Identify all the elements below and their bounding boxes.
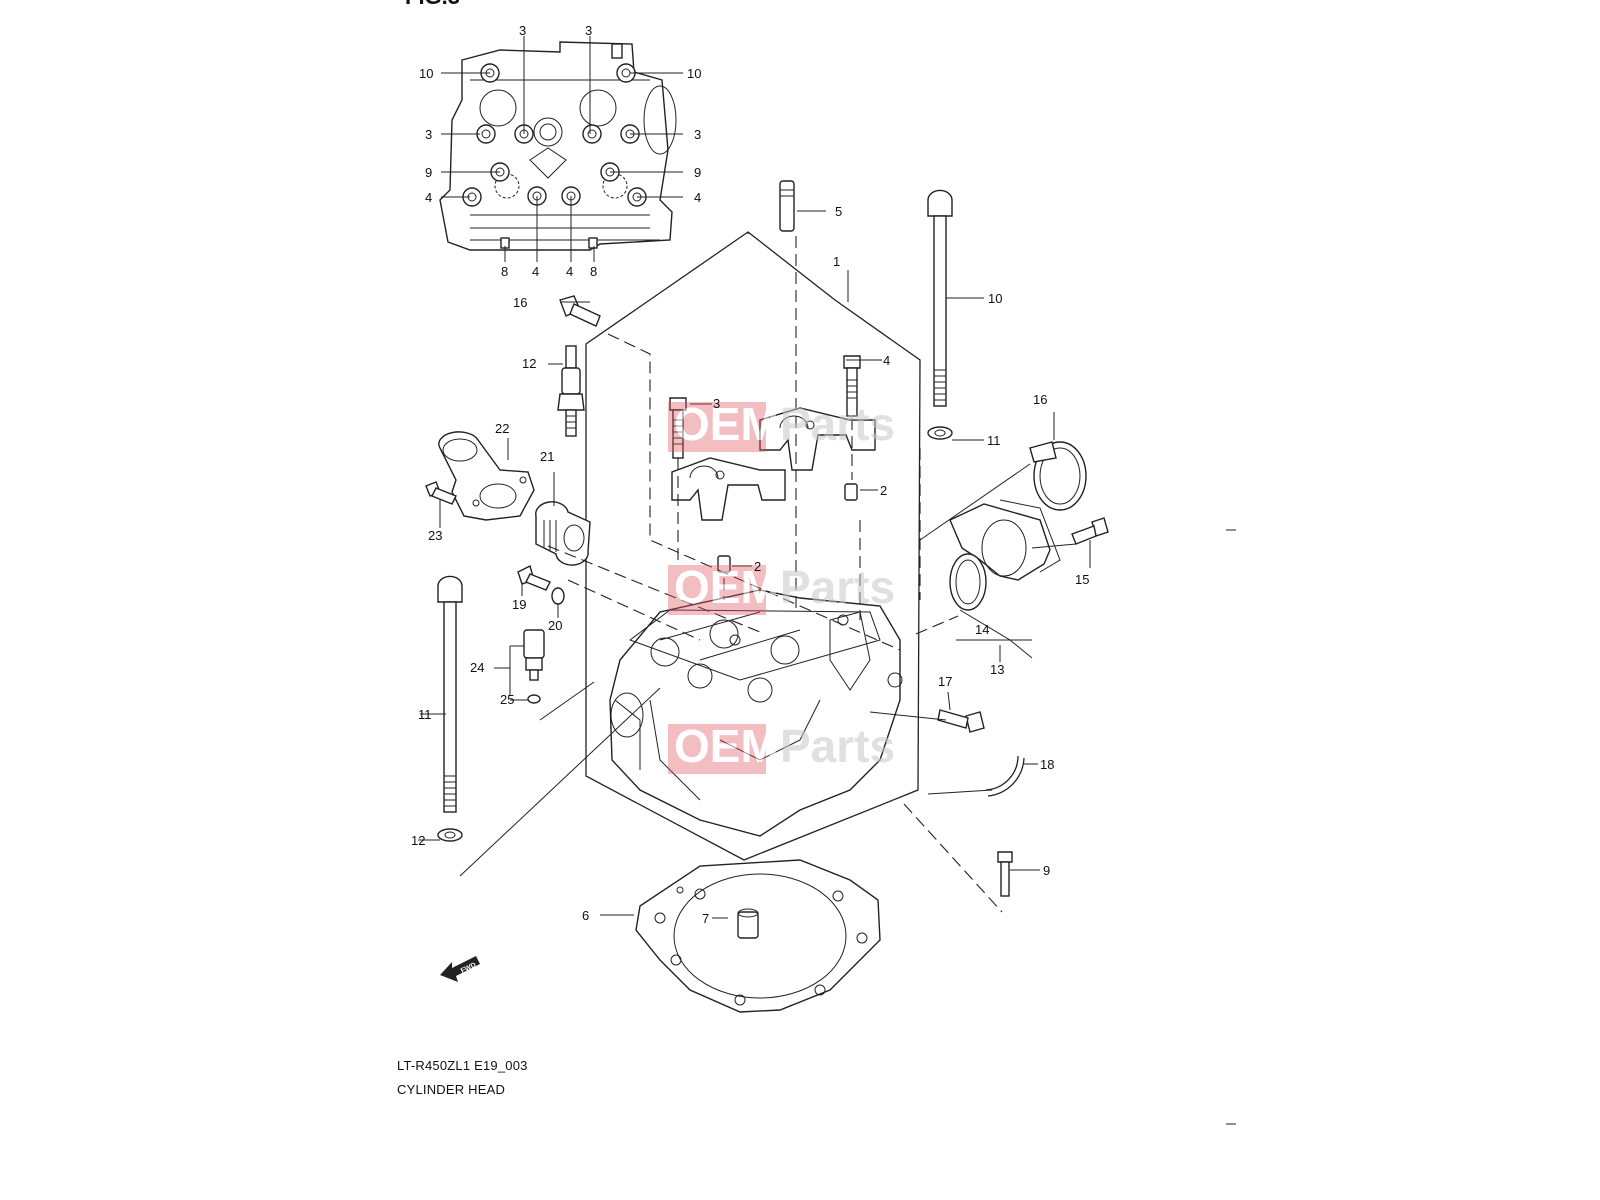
camshaft-caps: [671, 407, 876, 521]
bolt: [559, 295, 601, 327]
o-ring: [949, 553, 987, 611]
spark-plug: [557, 345, 585, 437]
model-code: LT-R450ZL1 E19_003: [397, 1058, 528, 1073]
svg-text:Parts: Parts: [780, 398, 895, 450]
callout-number: 9: [1043, 863, 1050, 878]
callout-number: 10: [687, 66, 701, 81]
callout-number: 14: [975, 622, 989, 637]
bolt-boss: [582, 124, 602, 144]
callout-number: 4: [566, 264, 573, 279]
callout-number: 9: [425, 165, 432, 180]
callout-number: 23: [428, 528, 442, 543]
hose-clamp: [1029, 441, 1087, 511]
callout-number: 6: [582, 908, 589, 923]
svg-text:OEM: OEM: [674, 720, 779, 772]
stud: [779, 180, 795, 232]
callout-number: 2: [754, 559, 761, 574]
retaining-clip: [985, 755, 1019, 791]
thermostat-housing: [438, 431, 535, 521]
cam-cap-bolt: [843, 355, 861, 417]
callout-number: 4: [425, 190, 432, 205]
head-bolt-long: [927, 189, 953, 407]
callout-number: 19: [512, 597, 526, 612]
callout-number: 17: [938, 674, 952, 689]
bolt-head: [481, 129, 491, 139]
o-ring: [527, 694, 541, 704]
callout-number: 4: [694, 190, 701, 205]
callout-number: 1: [833, 254, 840, 269]
assembly-outline-box: [585, 231, 921, 861]
section-title: CYLINDER HEAD: [397, 1082, 506, 1097]
callout-number: 10: [419, 66, 433, 81]
bolt-head: [587, 129, 597, 139]
callout-number: 3: [713, 396, 720, 411]
callout-number: 8: [501, 264, 508, 279]
thermostat: [535, 501, 591, 566]
callout-number: 18: [1040, 757, 1054, 772]
callout-labels: 10 10 3 3 3 3 9 9 4 4 8 4 4 8 1 5 10 4 3…: [411, 23, 1089, 926]
svg-text:OEM: OEM: [674, 561, 779, 613]
bolt: [997, 851, 1013, 897]
dowel-pin: [844, 483, 858, 501]
head-bolt-long: [437, 575, 463, 813]
callout-number: 12: [411, 833, 425, 848]
callout-number: 16: [513, 295, 527, 310]
callout-number: 20: [548, 618, 562, 633]
callout-number: 8: [590, 264, 597, 279]
washer: [551, 587, 565, 605]
callout-number: 13: [990, 662, 1004, 677]
callout-number: 7: [702, 911, 709, 926]
callout-number: 15: [1075, 572, 1089, 587]
assembly-guide-lines: [459, 232, 1077, 913]
dowel-pin: [737, 911, 759, 939]
callout-number: 3: [694, 127, 701, 142]
callout-number: 5: [835, 204, 842, 219]
svg-text:OEM: OEM: [674, 398, 779, 450]
callout-number: 2: [880, 483, 887, 498]
washer: [927, 426, 953, 440]
callout-number: 22: [495, 421, 509, 436]
callout-number: 24: [470, 660, 484, 675]
watermark: OEM Parts OEM Parts OEM Parts: [668, 398, 895, 774]
callout-number: 4: [883, 353, 890, 368]
callout-number: 11: [987, 433, 1001, 448]
callout-number: 4: [532, 264, 539, 279]
svg-text:Parts: Parts: [780, 561, 895, 613]
temperature-sensor: [523, 629, 545, 681]
bolt: [937, 709, 985, 733]
callout-number: 9: [694, 165, 701, 180]
bolt: [1071, 517, 1109, 545]
figure-title: FIG.3: [405, 0, 460, 9]
callout-number: 3: [425, 127, 432, 142]
callout-number: 12: [522, 356, 536, 371]
callout-number: 10: [988, 291, 1002, 306]
callout-leaders: [418, 210, 1091, 919]
callout-number: 3: [519, 23, 526, 38]
head-top-view: [439, 36, 683, 262]
callout-number: 3: [585, 23, 592, 38]
washer: [437, 828, 463, 842]
bolt: [517, 564, 551, 591]
bolt: [425, 481, 457, 505]
callout-number: 25: [500, 692, 514, 707]
svg-text:Parts: Parts: [780, 720, 895, 772]
cylinder-head-body: [609, 589, 903, 837]
callout-number: 16: [1033, 392, 1047, 407]
cam-cap-bolt: [669, 397, 687, 459]
callout-number: 21: [540, 449, 554, 464]
callout-number: 11: [418, 707, 432, 722]
forward-direction-badge: FWD: [440, 956, 480, 982]
